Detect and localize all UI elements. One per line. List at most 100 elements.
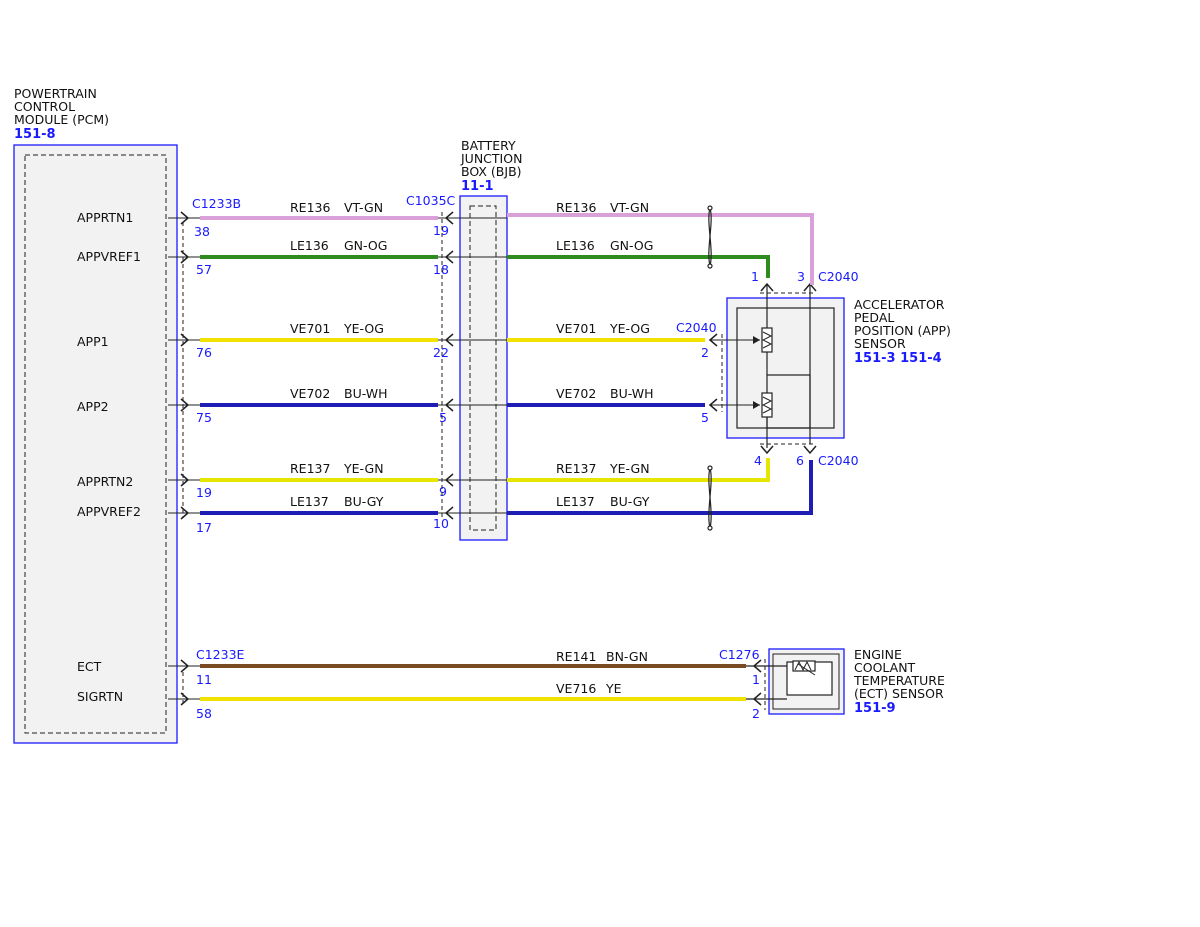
wire-ve716-pcm-pin: 58 <box>196 706 212 721</box>
ect-ref: 151-9 <box>854 701 896 716</box>
wire-re141-pcm-pin: 11 <box>196 672 212 687</box>
wire-ve702-circuit-b: VE702 <box>556 386 596 401</box>
wire-le137: LE137 BU-GY LE137 BU-GY 17 10 <box>196 460 813 535</box>
wire-re137-color-b: YE-GN <box>609 461 650 476</box>
pcm-arrow-38-icon <box>180 211 190 225</box>
app-wiper-2-arrow-icon <box>753 401 760 409</box>
wire-le137-segment-b <box>507 460 813 515</box>
wire-ve701-sensor-pin: 2 <box>701 345 709 360</box>
pcm-signal-appvref1: APPVREF1 <box>77 249 141 264</box>
app-pot1-zigzag <box>761 331 773 349</box>
twist-1-dot-bottom <box>707 263 713 269</box>
bjb-title-line-2: JUNCTION <box>460 151 522 166</box>
bjb-arrow-5-icon <box>444 398 454 412</box>
pcm-module: POWERTRAIN CONTROL MODULE (PCM) 151-8 AP… <box>13 86 245 744</box>
app-sensor: ACCELERATOR PEDAL POSITION (APP) SENSOR … <box>676 269 951 468</box>
app-title-line-1: ACCELERATOR <box>854 297 945 312</box>
ect-connector-c1276: C1276 <box>719 647 760 662</box>
app-pin2-arrow-icon <box>708 333 718 347</box>
wire-ve702-color: BU-WH <box>344 386 388 401</box>
wire-re136-segment-b <box>507 213 814 285</box>
app-wiper-1-arrow-icon <box>753 336 760 344</box>
bjb-arrow-19-icon <box>444 211 454 225</box>
ect-pin2-arrow-icon <box>752 692 762 706</box>
ect-title-line-2: COOLANT <box>854 660 916 675</box>
twist-2-dot-top <box>707 465 713 471</box>
wire-le137-color-b: BU-GY <box>610 494 650 509</box>
wire-ve702-color-b: BU-WH <box>610 386 654 401</box>
wire-le136: LE136 GN-OG LE136 GN-OG 57 18 <box>196 238 770 278</box>
thermistor-zigzag <box>794 660 812 672</box>
bjb-arrow-10-icon <box>444 506 454 520</box>
app-title-line-4: SENSOR <box>854 336 906 351</box>
app-ref: 151-3 151-4 <box>854 351 942 366</box>
wire-re141-color: BN-GN <box>606 649 648 664</box>
wire-re141: RE141 BN-GN 11 1 <box>196 649 760 687</box>
pcm-connector-c1233e: C1233E <box>196 647 245 662</box>
wire-ve702-pcm-pin: 75 <box>196 410 212 425</box>
bjb-title-line-1: BATTERY <box>461 138 516 153</box>
pcm-signal-app1: APP1 <box>77 334 109 349</box>
wire-le137-circuit: LE137 <box>290 494 329 509</box>
pcm-arrow-17-icon <box>180 506 190 520</box>
wire-ve702-circuit: VE702 <box>290 386 330 401</box>
twist-1b <box>708 207 712 267</box>
pcm-signal-app2: APP2 <box>77 399 109 414</box>
lead-lines <box>168 217 507 700</box>
app-pin5-arrow-icon <box>708 398 718 412</box>
pcm-arrow-11-icon <box>180 659 190 673</box>
bjb-arrow-18-icon <box>444 250 454 264</box>
twist-2-dot-bottom <box>707 525 713 531</box>
app-sensor-box <box>726 297 845 439</box>
app-connector-top: C2040 <box>818 269 859 284</box>
pcm-arrow-76-icon <box>180 333 190 347</box>
pcm-signal-apprtn1: APPRTN1 <box>77 210 133 225</box>
ect-title-line-1: ENGINE <box>854 647 902 662</box>
pcm-arrow-58-icon <box>180 692 190 706</box>
wire-re136-bjb-pin: 19 <box>433 223 449 238</box>
ect-pin1-arrow-icon <box>752 659 762 673</box>
wire-re137-color: YE-GN <box>343 461 384 476</box>
pcm-inner-dashed <box>24 154 167 734</box>
wire-le136-color-b: GN-OG <box>610 238 653 253</box>
bjb-connector-arrows <box>444 211 454 520</box>
bjb-box <box>459 195 508 541</box>
twist-1-dot-top <box>707 205 713 211</box>
wire-re136-circuit-b: RE136 <box>556 200 596 215</box>
pcm-signal-appvref2: APPVREF2 <box>77 504 141 519</box>
wire-re136: RE136 VT-GN RE136 VT-GN 38 19 <box>194 200 814 285</box>
wire-ve702-sensor-pin: 5 <box>701 410 709 425</box>
wire-re136-circuit: RE136 <box>290 200 330 215</box>
app-pot2-zigzag <box>761 396 773 414</box>
pcm-connector-arrows <box>180 211 190 706</box>
pcm-box <box>13 144 178 744</box>
app-title-line-3: POSITION (APP) <box>854 323 951 338</box>
wire-le136-bjb-pin: 18 <box>433 262 449 277</box>
wire-le136-pcm-pin: 57 <box>196 262 212 277</box>
ect-title-line-3: TEMPERATURE <box>853 673 945 688</box>
app-connector-bottom: C2040 <box>818 453 859 468</box>
wire-re141-sensor-pin: 1 <box>752 672 760 687</box>
app-pin-6: 6 <box>796 453 804 468</box>
wire-le136-color: GN-OG <box>344 238 387 253</box>
wire-re137-bjb-pin: 9 <box>439 484 447 499</box>
pcm-title-line-1: POWERTRAIN <box>14 86 97 101</box>
bjb-arrow-9-icon <box>444 473 454 487</box>
wire-ve716-sensor-pin: 2 <box>752 706 760 721</box>
wire-re136-color: VT-GN <box>344 200 383 215</box>
wire-re136-pcm-pin: 38 <box>194 224 210 239</box>
wire-ve701-color-b: YE-OG <box>609 321 650 336</box>
wire-le137-circuit-b: LE137 <box>556 494 595 509</box>
wire-le136-segment-b <box>507 255 770 278</box>
wire-le137-color: BU-GY <box>344 494 384 509</box>
twisted-pair-2 <box>707 465 713 531</box>
ect-title-line-4: (ECT) SENSOR <box>854 686 944 701</box>
twisted-pair-1 <box>707 205 713 269</box>
wire-re136-color-b: VT-GN <box>610 200 649 215</box>
app-pin6-arrow-icon <box>803 445 817 455</box>
wire-le137-bjb-pin: 10 <box>433 516 449 531</box>
app-connector-side: C2040 <box>676 320 717 335</box>
pcm-title-line-2: CONTROL <box>14 99 75 114</box>
